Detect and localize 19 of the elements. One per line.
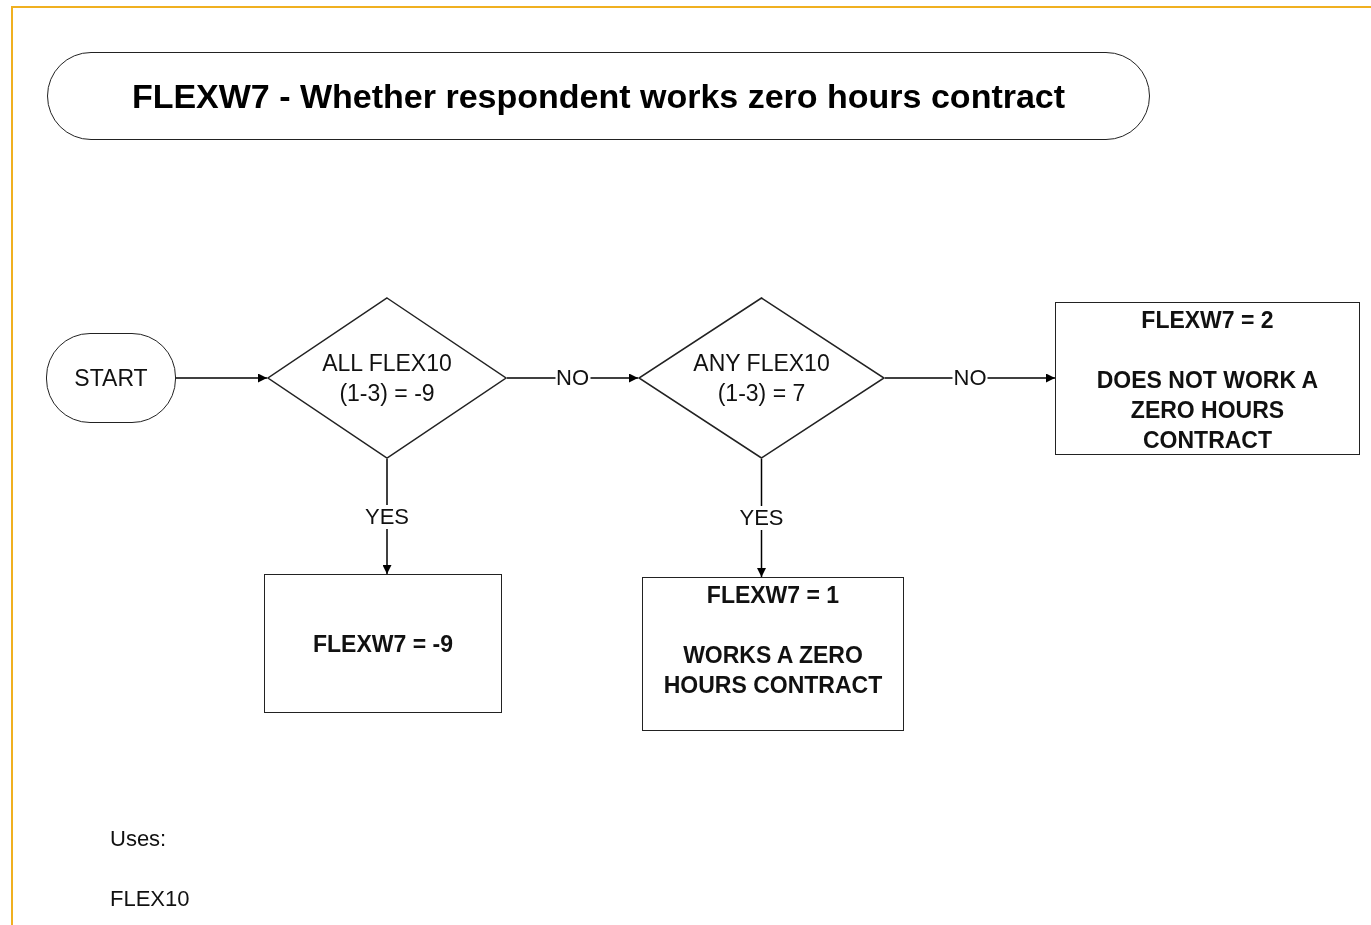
node-heading: FLEXW7 = 2 bbox=[1140, 306, 1275, 335]
arrow bbox=[175, 373, 268, 383]
note-text: Uses: bbox=[110, 826, 167, 852]
result-box bbox=[642, 577, 904, 731]
node-text: WORKS A ZERO HOURS CONTRACT bbox=[662, 641, 884, 700]
node-text: ALL FLEX10 (1-3) = -9 bbox=[321, 349, 453, 408]
node-heading: FLEXW7 = 1 bbox=[705, 581, 841, 610]
node-text: FLEXW7 = -9 bbox=[313, 629, 453, 659]
result-box bbox=[1055, 302, 1360, 455]
edge-label: YES bbox=[738, 506, 785, 530]
node-text: ANY FLEX10 (1-3) = 7 bbox=[692, 349, 831, 408]
terminator-pill bbox=[46, 333, 176, 423]
edge-label: YES bbox=[364, 504, 410, 529]
node-text: DOES NOT WORK A ZERO HOURS CONTRACT bbox=[1095, 366, 1320, 455]
result-box bbox=[264, 574, 502, 713]
decision-diamond bbox=[267, 297, 507, 459]
decision-diamond bbox=[638, 297, 885, 459]
node-text: START bbox=[74, 364, 148, 393]
note-text: FLEX10 bbox=[110, 886, 190, 912]
